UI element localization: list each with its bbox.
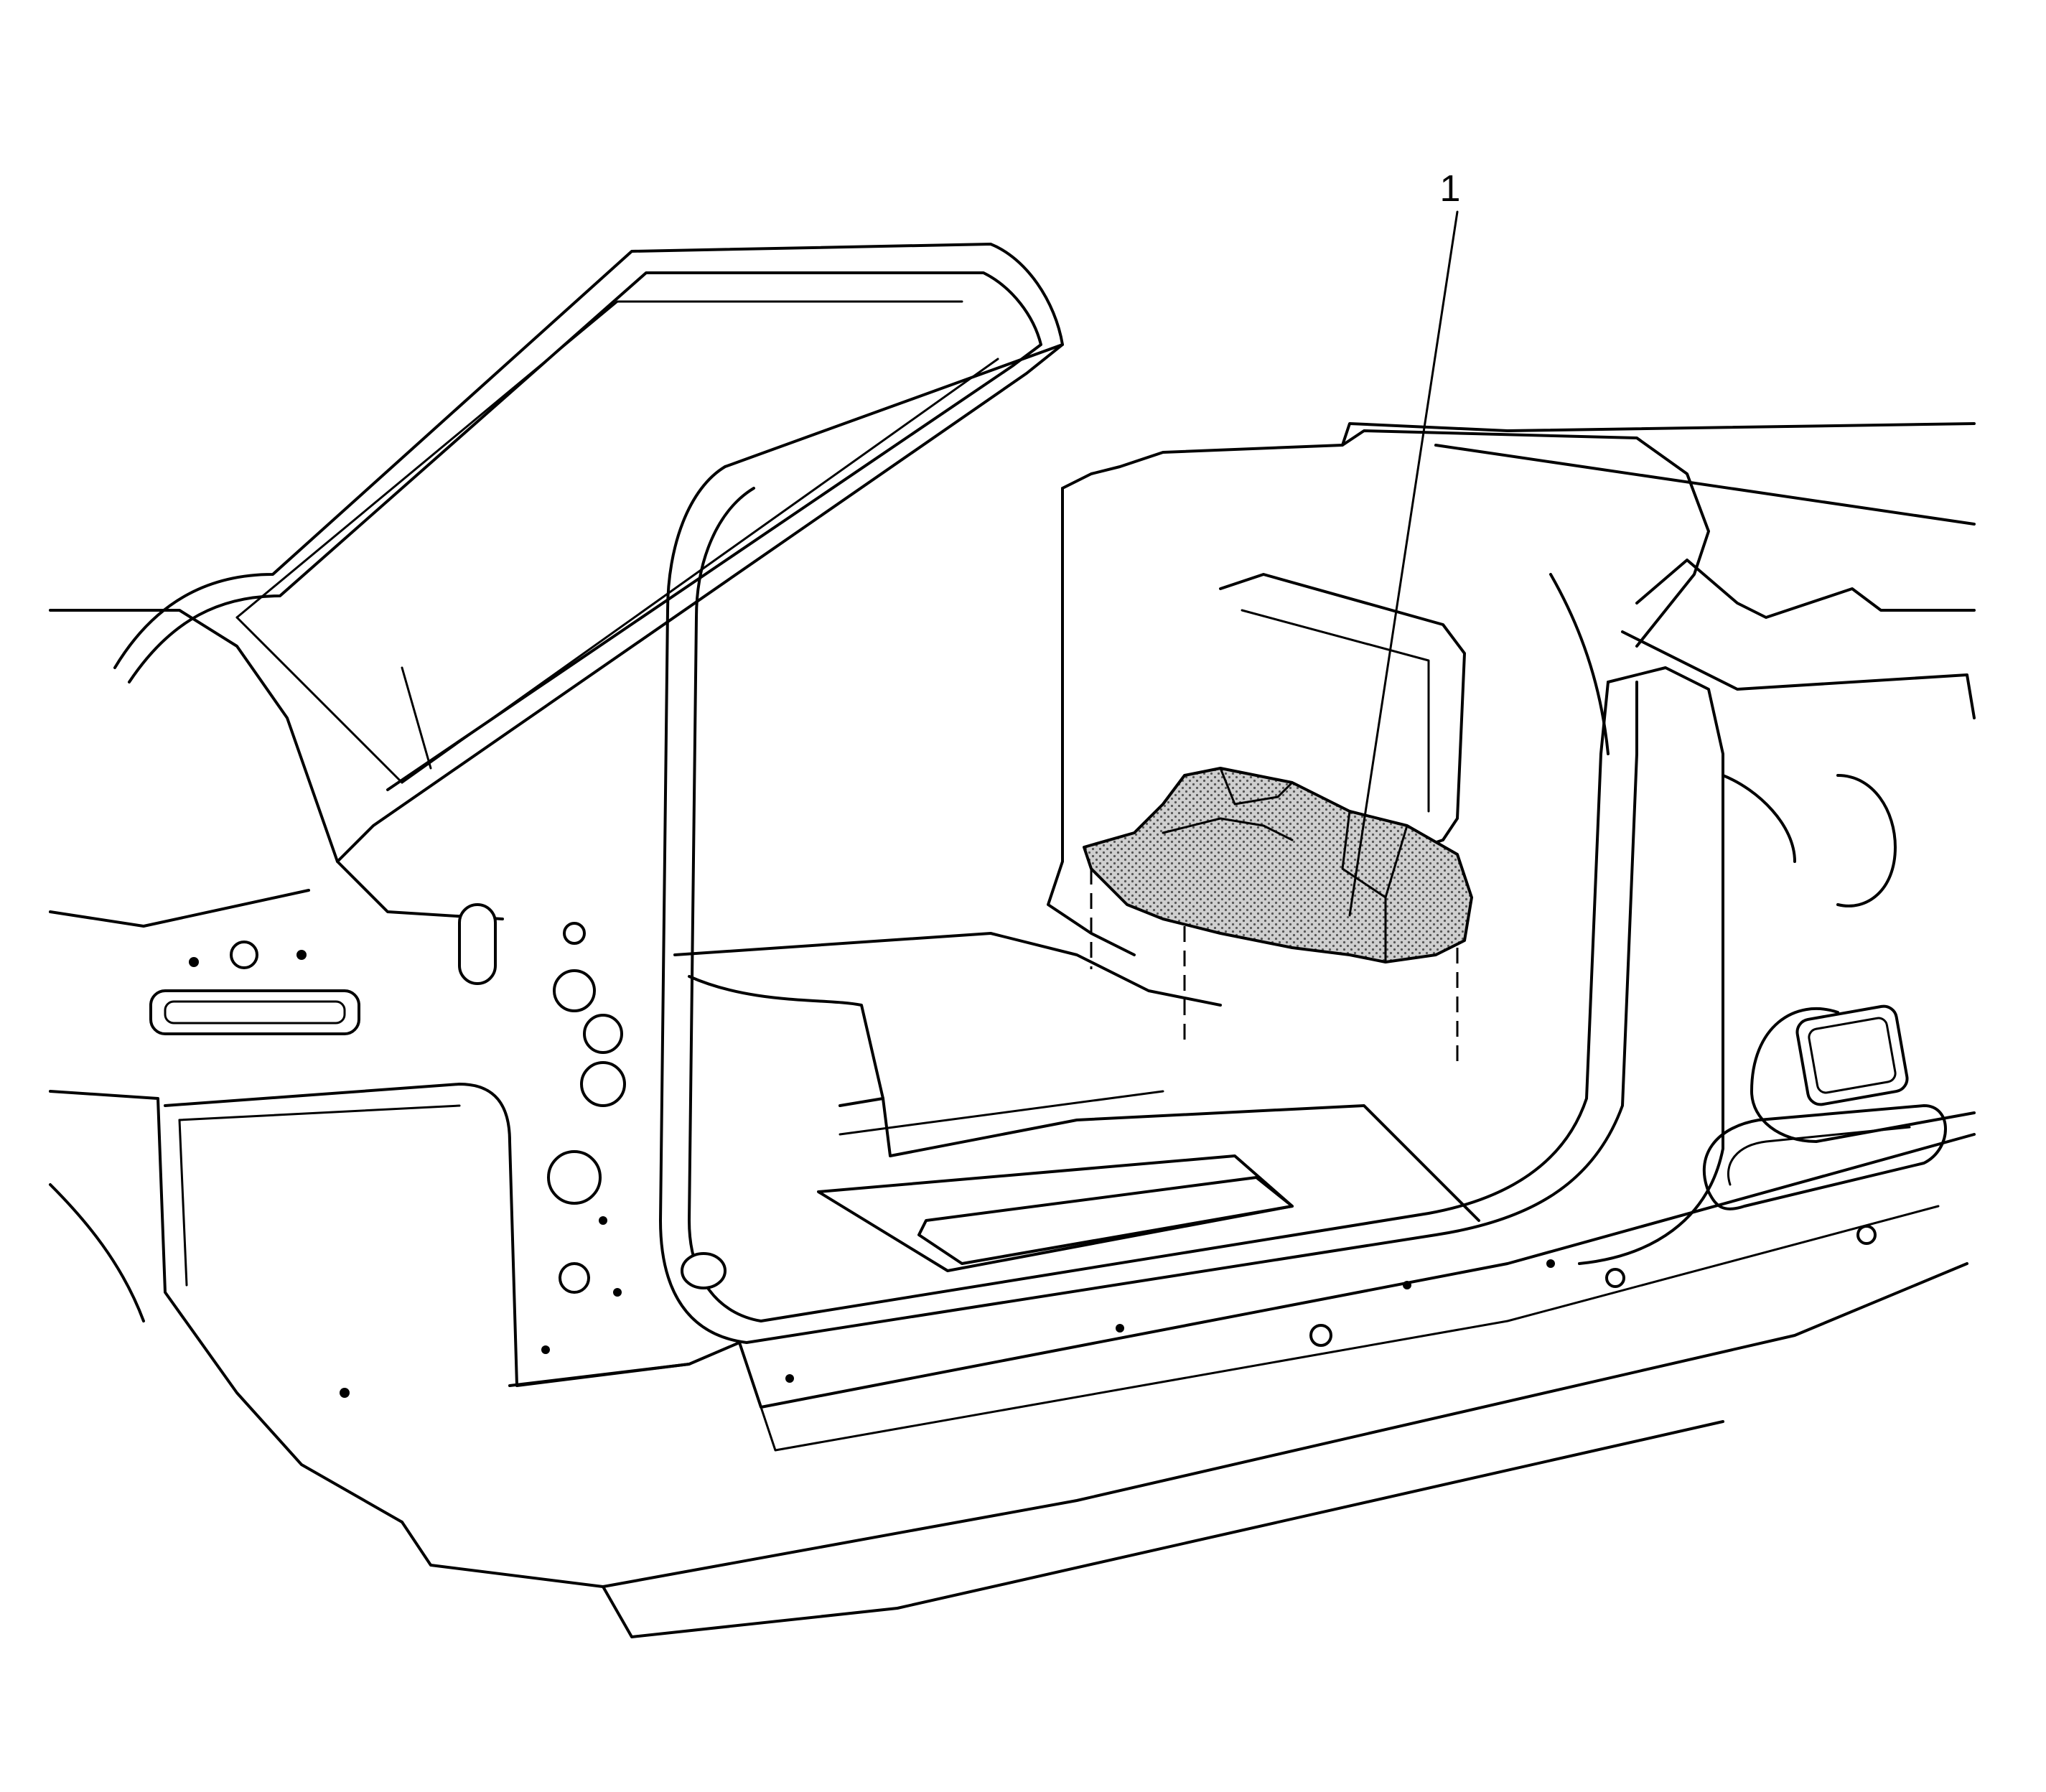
front-body-panel [49,609,691,1523]
rear-deck [1341,422,1976,907]
rear-interior-panel [1047,429,1710,956]
fastener-guide-lines [1090,869,1459,1063]
door-opening [659,343,1724,1344]
insulator-component-1 [1083,767,1473,963]
callout-label-1: 1 [1440,168,1461,210]
callout-1: 1 [1348,168,1461,917]
floor-pan [673,932,1480,1289]
body-holes [230,903,1877,1347]
windshield-frame [113,243,1064,863]
small-fastener-dots [189,950,1555,1398]
rear-quarter-panel [1702,774,1976,1210]
rocker-sill [401,1133,1976,1638]
